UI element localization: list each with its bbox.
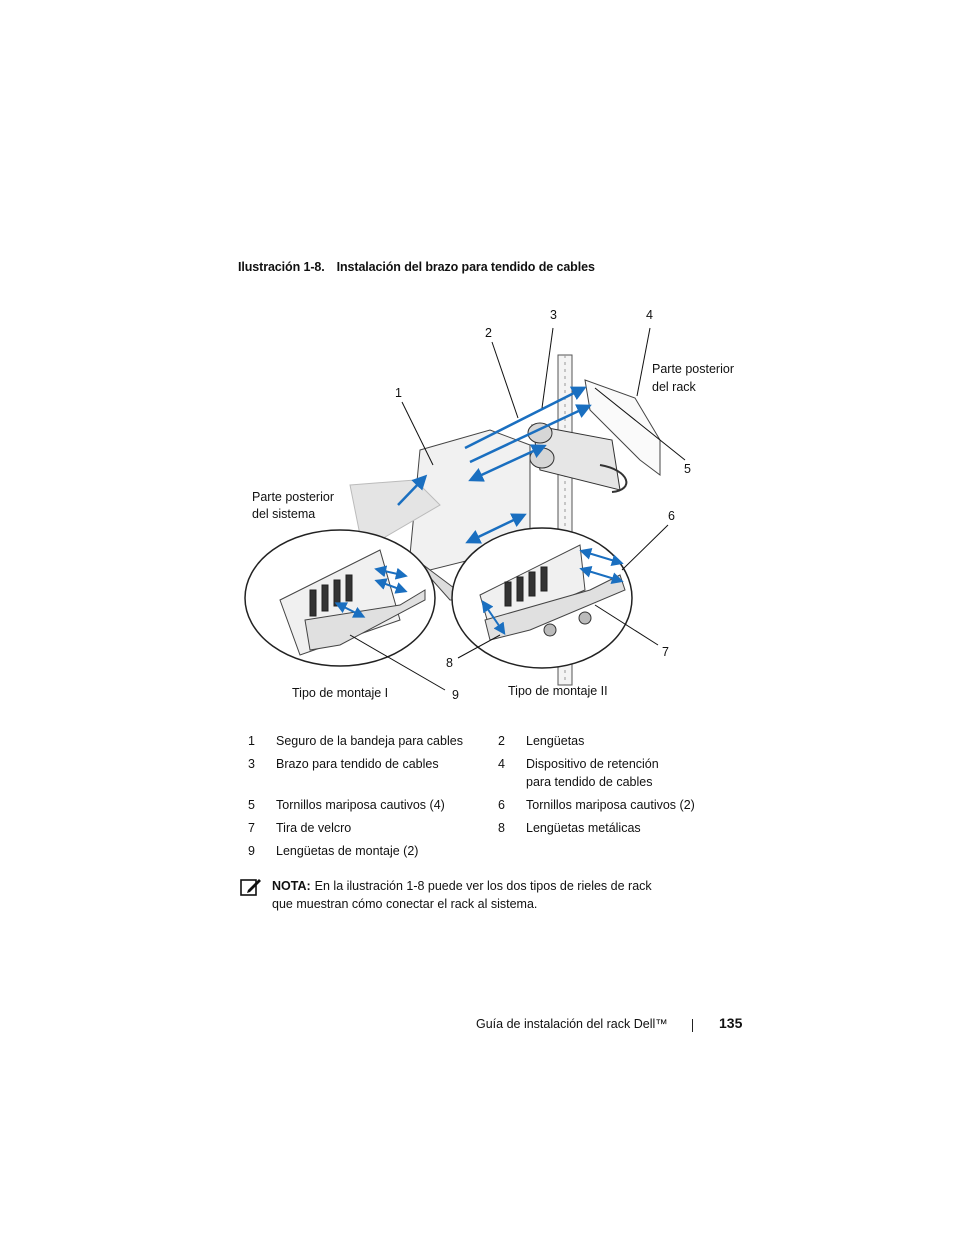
legend-number: 2 [498,734,505,748]
cable-arm [527,422,628,493]
legend-row: 5 Tornillos mariposa cautivos (4) 6 Torn… [248,796,718,814]
legend-item: 5 Tornillos mariposa cautivos (4) [248,796,498,814]
rack-back-label-line2: del rack [652,380,696,394]
legend-text: Seguro de la bandeja para cables [276,734,463,748]
callout-3: 3 [550,308,557,322]
legend-item: 3 Brazo para tendido de cables [248,755,498,791]
callout-2: 2 [485,326,492,340]
legend-item: 9 Lengüetas de montaje (2) [248,842,498,860]
mount-type-2-detail [451,527,633,669]
page-footer: Guía de instalación del rack Dell™ 135 [476,1015,746,1035]
rack-back-label-line1: Parte posterior [652,362,734,376]
callout-leaders [401,327,686,659]
legend-item: 4 Dispositivo de retención para tendido … [498,755,718,791]
callout-4: 4 [646,308,653,322]
legend-text: Dispositivo de retención para tendido de… [526,757,659,789]
system-back-label-line2: del sistema [252,507,316,521]
callout-5: 5 [684,462,691,476]
illustration-drawing [244,327,686,691]
legend-item: 2 Lengüetas [498,732,718,750]
legend-text: Lengüetas de montaje (2) [276,844,419,858]
legend-text: Tornillos mariposa cautivos (2) [526,798,695,812]
note-label: NOTA: [272,879,311,893]
figure-legend: 1 Seguro de la bandeja para cables 2 Len… [248,732,718,865]
figure-caption: Ilustración 1-8. Instalación del brazo pa… [238,260,595,274]
legend-row: 3 Brazo para tendido de cables 4 Disposi… [248,755,718,791]
legend-item: 7 Tira de velcro [248,819,498,837]
callout-1: 1 [395,386,402,400]
footer-title: Guía de instalación del rack Dell™ [476,1017,668,1031]
legend-row: 7 Tira de velcro 8 Lengüetas metálicas [248,819,718,837]
legend-row: 1 Seguro de la bandeja para cables 2 Len… [248,732,718,750]
installation-arrows [397,386,592,544]
legend-text: Brazo para tendido de cables [276,757,439,771]
footer-separator [692,1019,693,1032]
system-back-label-line1: Parte posterior [252,490,334,504]
note-text-line2: que muestran cómo conectar el rack al si… [272,897,538,911]
legend-item: 8 Lengüetas metálicas [498,819,718,837]
mount-type-1-label: Tipo de montaje I [292,686,389,700]
legend-item: 6 Tornillos mariposa cautivos (2) [498,796,718,814]
legend-text: Lengüetas [526,734,585,748]
callout-9: 9 [452,688,459,702]
legend-text: Tira de velcro [276,821,352,835]
note-line1: NOTA:En la ilustración 1-8 puede ver los… [272,877,682,895]
mount-type-1-detail [244,529,446,691]
legend-number: 5 [248,798,255,812]
note-text-line1: En la ilustración 1-8 puede ver los dos … [314,879,652,893]
legend-text: Tornillos mariposa cautivos (4) [276,798,445,812]
legend-number: 6 [498,798,505,812]
legend-number: 8 [498,821,505,835]
page-number: 135 [719,1015,743,1031]
legend-number: 1 [248,734,255,748]
legend-item: 1 Seguro de la bandeja para cables [248,732,498,750]
mount-type-2-label: Tipo de montaje II [508,684,608,698]
legend-row: 9 Lengüetas de montaje (2) [248,842,718,860]
caption-label: Ilustración 1-8. [238,260,325,274]
callout-8: 8 [446,656,453,670]
legend-number: 7 [248,821,255,835]
callout-7: 7 [662,645,669,659]
legend-number: 9 [248,844,255,858]
callout-6: 6 [668,509,675,523]
caption-title: Instalación del brazo para tendido de ca… [336,260,595,274]
cable-arm-illustration: 1 2 3 4 5 6 7 8 9 Parte posterior del ra… [240,300,760,720]
legend-number: 3 [248,757,255,771]
legend-text: Lengüetas metálicas [526,821,641,835]
pencil-note-icon [240,879,261,896]
legend-number: 4 [498,757,505,771]
